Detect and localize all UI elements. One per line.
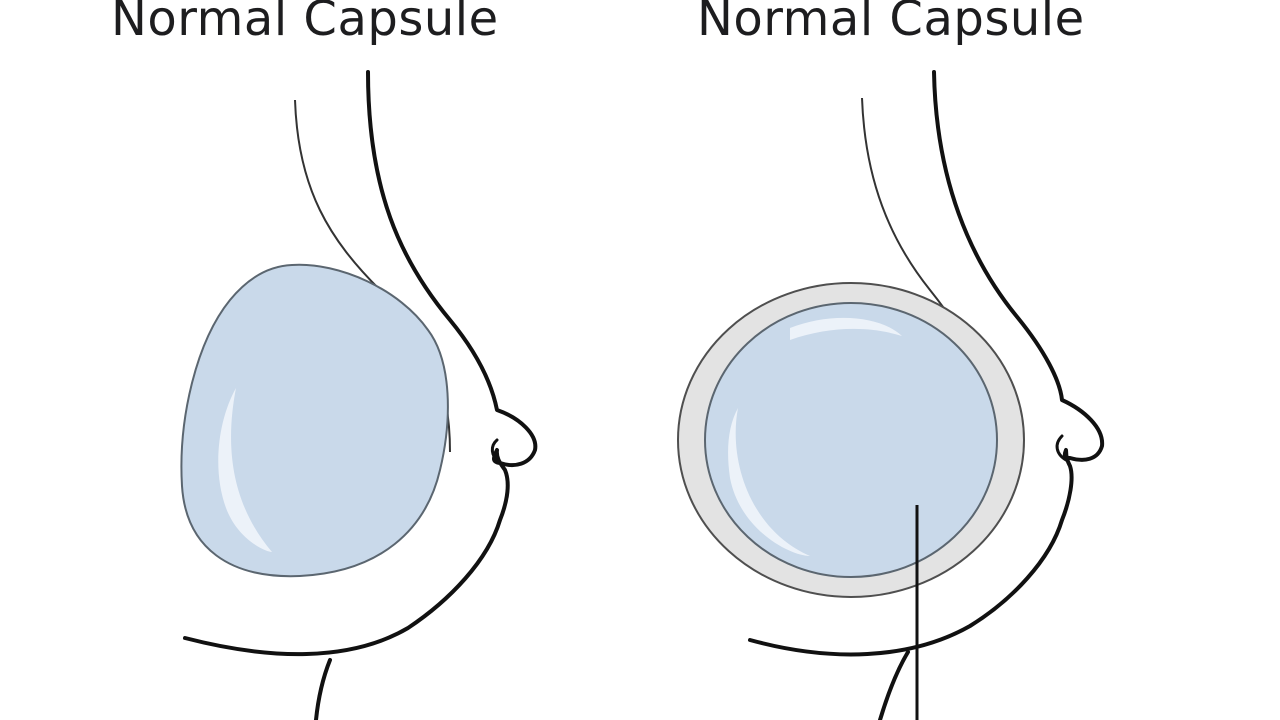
panel-right: Normal Capsule: [640, 0, 1280, 720]
implant-highlight: [728, 408, 810, 556]
implant: [180, 263, 449, 578]
breast-side-view-left: [180, 70, 538, 720]
panel-title-right: Normal Capsule: [697, 0, 1085, 47]
panel-left: Normal Capsule: [111, 0, 538, 720]
torso-line: [878, 650, 910, 720]
body-outline: [748, 70, 1105, 657]
implant-top-highlight: [790, 317, 902, 340]
torso-line: [314, 658, 332, 720]
panel-title-left: Normal Capsule: [111, 0, 499, 47]
implant-highlight: [218, 388, 272, 552]
breast-side-view-right: [677, 70, 1105, 720]
implant: [704, 302, 998, 578]
nipple-fold: [1055, 434, 1068, 462]
nipple-fold: [490, 438, 501, 464]
